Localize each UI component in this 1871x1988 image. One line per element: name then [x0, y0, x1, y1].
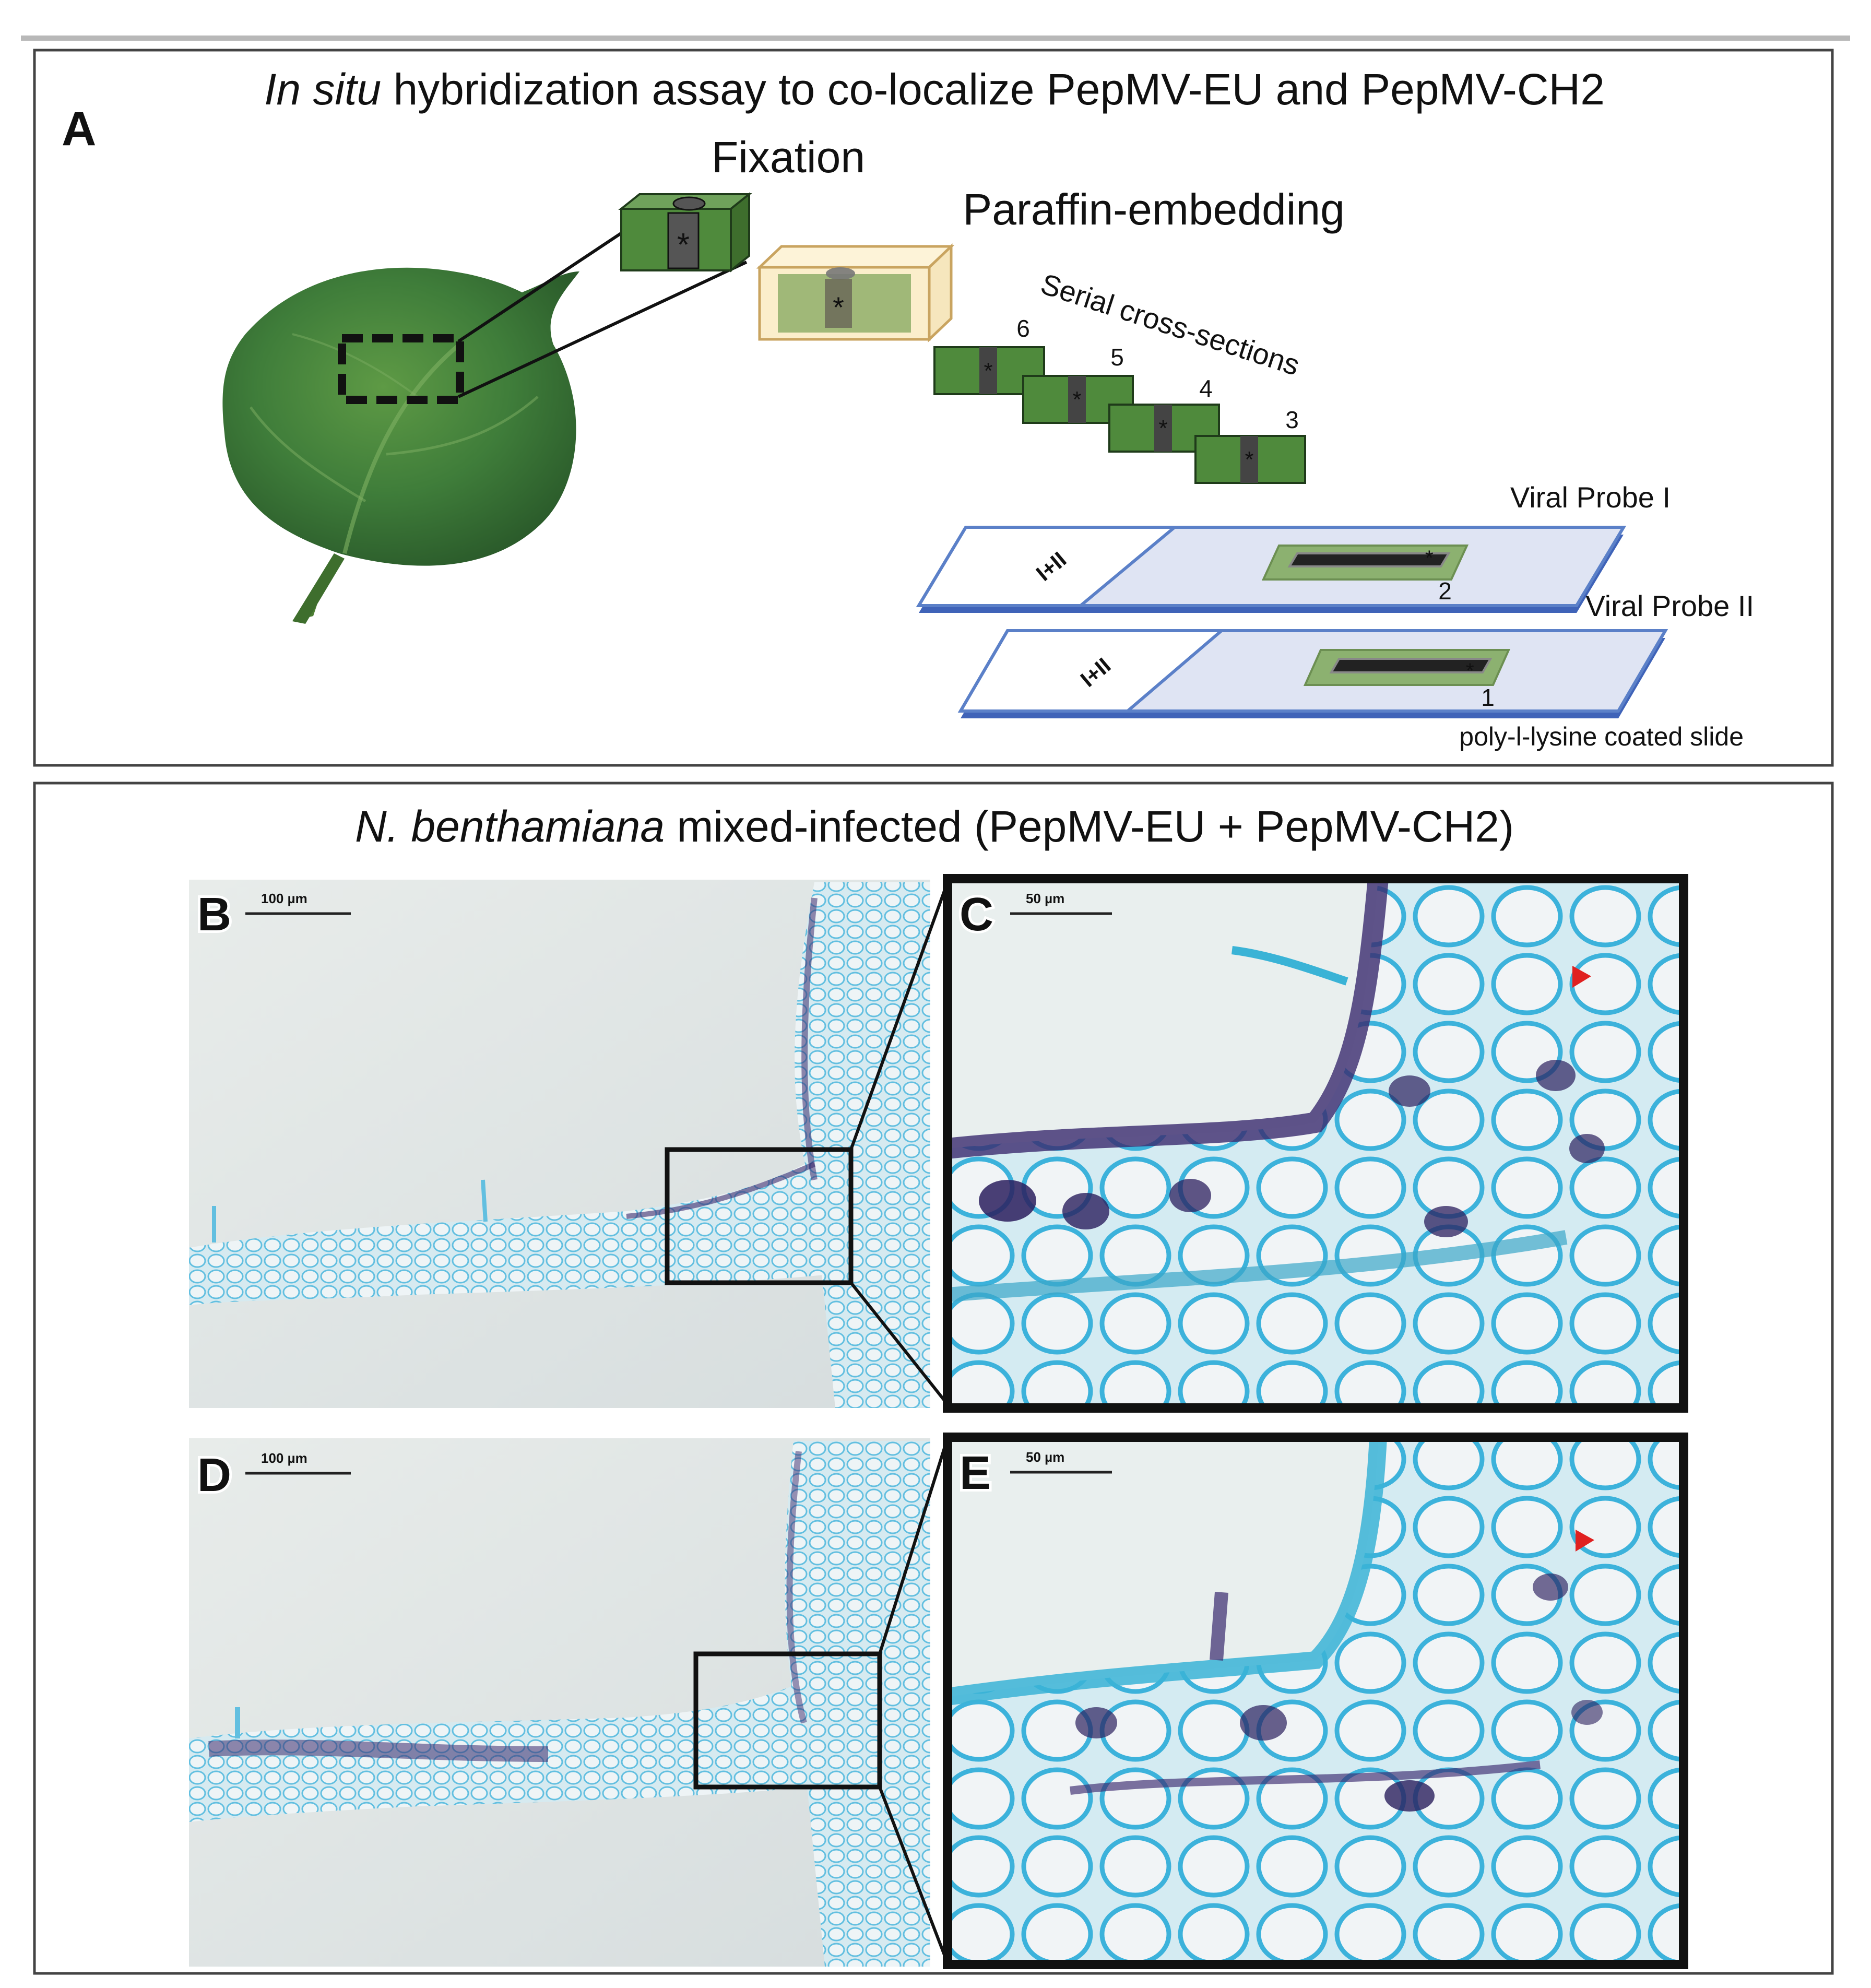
slide-section-number: 1: [1481, 684, 1495, 711]
slide-section-number: 2: [1438, 577, 1452, 605]
micrograph-letter: D: [197, 1449, 231, 1501]
fixation-label: Fixation: [712, 133, 865, 182]
svg-text:*: *: [1466, 659, 1474, 682]
zoom-box-d: [693, 1651, 882, 1790]
scale-bar-label: 50 µm: [1026, 891, 1064, 906]
slide-probe-2: *: [957, 629, 1668, 718]
panel-a-title: In situ hybridization assay to co-locali…: [264, 65, 1605, 114]
paraffin-label: Paraffin-embedding: [963, 185, 1345, 234]
zoom-line-upper: [457, 228, 627, 343]
probe-label: Viral Probe I: [1510, 481, 1671, 514]
scale-bar-label: 50 µm: [1026, 1449, 1064, 1465]
paraffin-block: *: [756, 243, 955, 342]
panel-micro-title: N. benthamiana mixed-infected (PepMV-EU …: [355, 802, 1514, 851]
slide-probe-1: *: [916, 526, 1627, 613]
section-number: 5: [1110, 344, 1124, 371]
zoom-line-lower: [457, 261, 748, 398]
micrograph-c: [946, 878, 1684, 1408]
asterisk-icon: *: [833, 291, 844, 324]
micrograph-c-frame: [943, 874, 1688, 1413]
top-rule: [21, 36, 1850, 41]
red-arrowhead-icon: [1572, 966, 1591, 988]
micrograph-letter: E: [960, 1447, 991, 1499]
zoom-box-b: [665, 1147, 854, 1285]
svg-text:*: *: [1425, 547, 1434, 570]
section-number: 3: [1285, 406, 1299, 433]
svg-text:*: *: [1158, 416, 1167, 441]
fixation-block: *: [618, 192, 752, 273]
micrograph-d: [189, 1438, 930, 1967]
panel-a-letter: A: [62, 102, 96, 156]
svg-text:*: *: [1072, 387, 1081, 412]
svg-text:*: *: [984, 358, 992, 384]
scale-bar-label: 100 µm: [261, 891, 307, 906]
micrograph-e: [946, 1437, 1684, 1965]
svg-text:*: *: [1245, 447, 1253, 472]
probe-label: Viral Probe II: [1585, 589, 1754, 622]
leaf-image: [222, 267, 579, 624]
section-number: 4: [1199, 375, 1213, 402]
micrograph-letter: C: [960, 889, 993, 941]
micrograph-letter: B: [197, 889, 231, 941]
section-number: 6: [1016, 315, 1030, 342]
micrograph-b: [189, 880, 930, 1408]
slide-note: poly-l-lysine coated slide: [1459, 722, 1744, 751]
serial-sections: * * * *: [933, 346, 1306, 484]
scale-bar-label: 100 µm: [261, 1450, 307, 1466]
red-arrowhead-icon: [1576, 1530, 1594, 1552]
micrograph-e-frame: [943, 1433, 1688, 1969]
asterisk-icon: *: [677, 227, 690, 263]
